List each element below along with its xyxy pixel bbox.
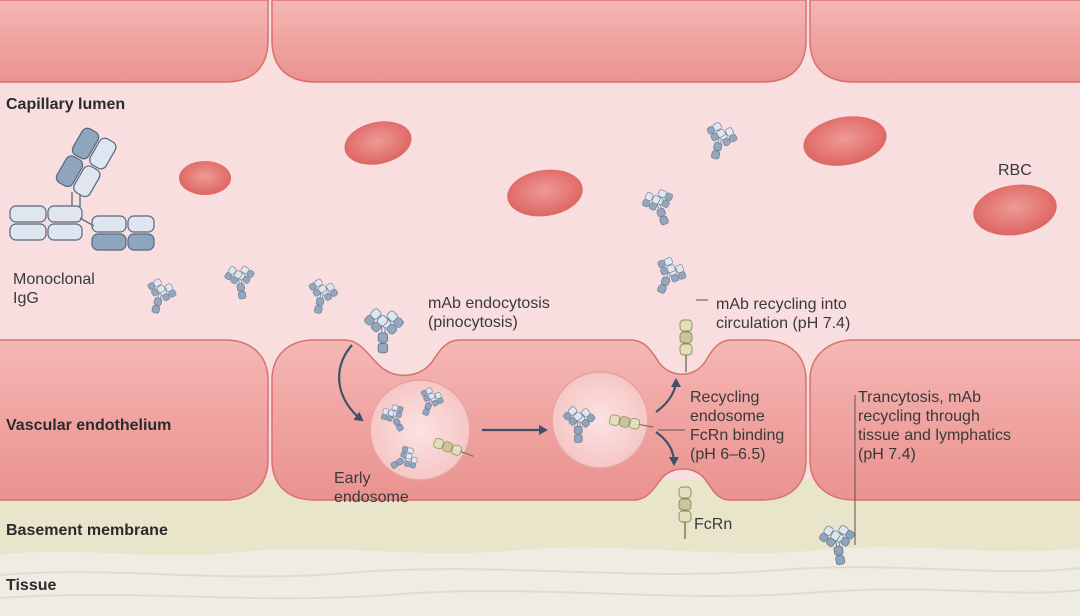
mab-endocytosis-label: mAb endocytosis (pinocytosis) [428, 295, 550, 331]
early-endosome-label: Early endosome [334, 470, 409, 506]
top-endothelial-cells [0, 0, 1080, 83]
recycling-endosome-label: Recycling endosome FcRn binding (pH 6–6.… [690, 389, 785, 463]
early-endosome [369, 379, 476, 481]
region-label-capillary-lumen: Capillary lumen [6, 96, 126, 113]
large-igg-icon [9, 127, 155, 251]
recycling-endosome [551, 371, 655, 469]
flow-arrows [338, 344, 681, 466]
region-label-tissue: Tissue [6, 577, 57, 594]
rbc-label: RBC [998, 162, 1032, 179]
tissue-region [0, 547, 1080, 616]
leader-lines [658, 299, 856, 545]
transcytosis-label: Trancytosis, mAb recycling through tissu… [858, 389, 1011, 463]
region-label-basement-membrane: Basement membrane [6, 522, 168, 539]
monoclonal-igg-label: Monoclonal IgG [13, 271, 95, 307]
mab-recycling-circulation-label: mAb recycling into circulation (pH 7.4) [716, 296, 851, 332]
fcrn-label: FcRn [694, 516, 733, 533]
region-label-vascular-endothelium: Vascular endothelium [6, 417, 172, 434]
red-blood-cells [179, 116, 1057, 236]
